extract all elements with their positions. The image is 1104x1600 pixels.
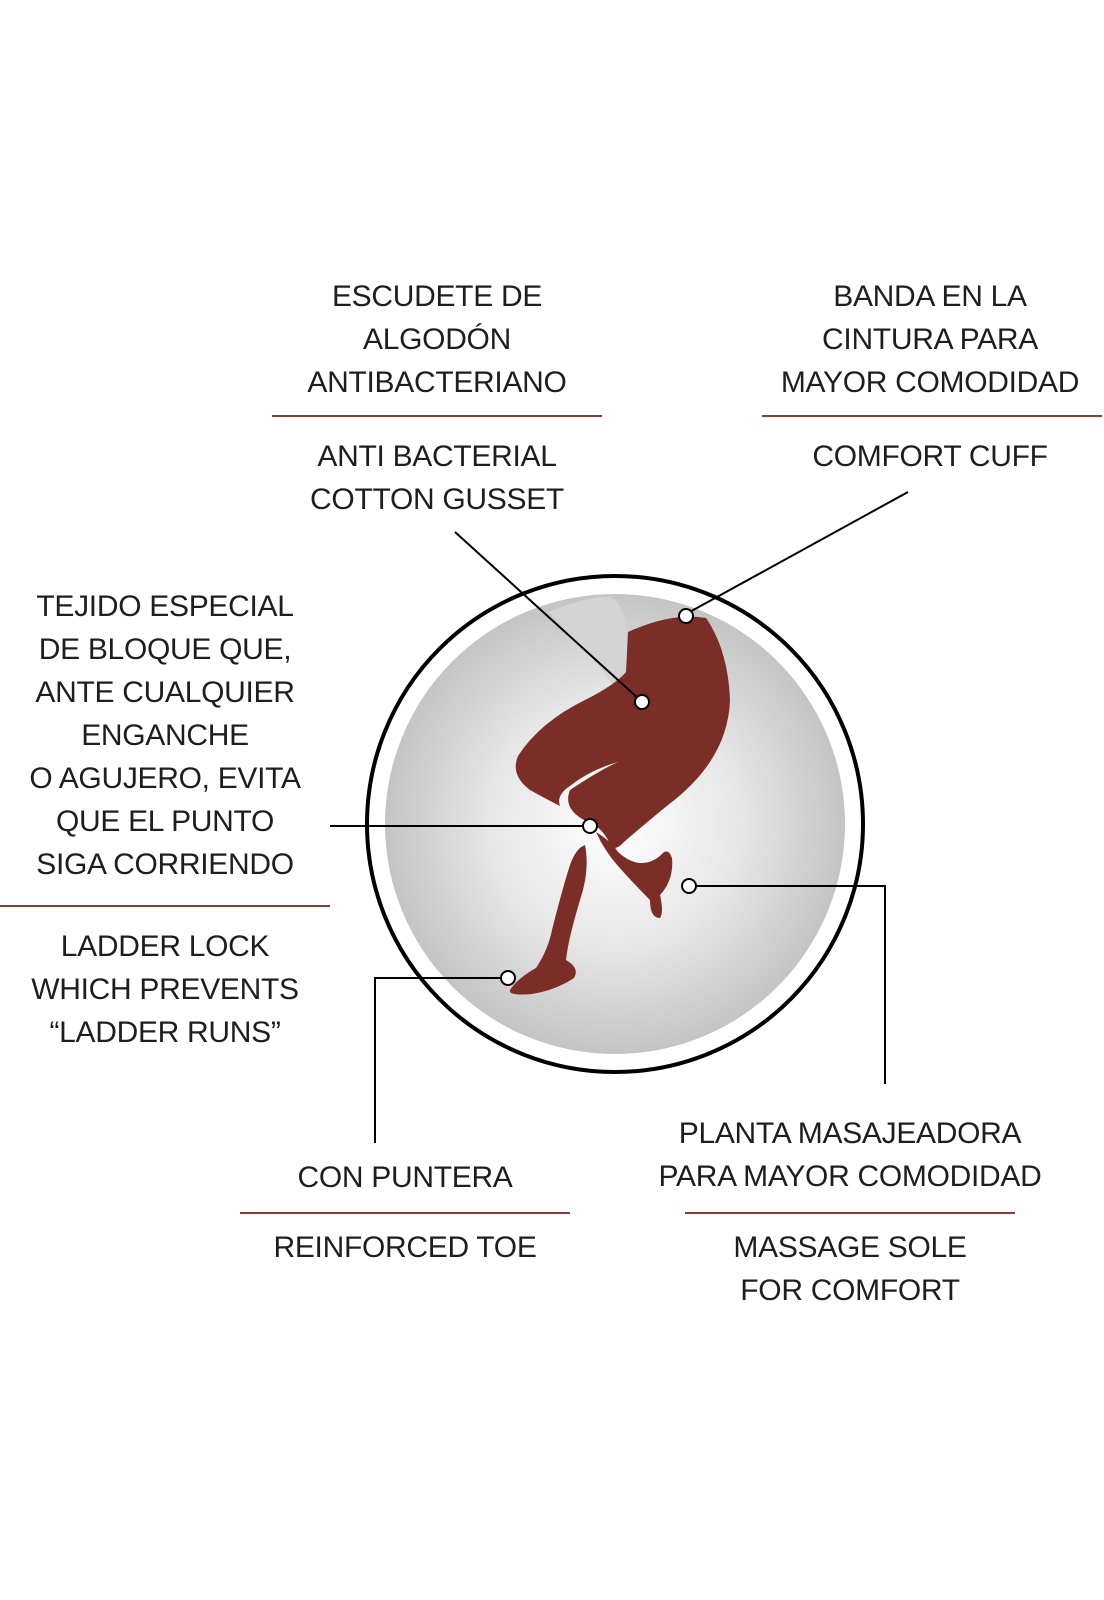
toe-label-es: CON PUNTERA: [297, 1161, 513, 1194]
waistband-dot: [678, 608, 694, 624]
mannequin-shape: [548, 596, 627, 700]
ladder-lock-label-es: TEJIDO ESPECIAL DE BLOQUE QUE, ANTE CUAL…: [29, 590, 301, 881]
waistband-label-es: BANDA EN LA CINTURA PARA MAYOR COMODIDAD: [780, 280, 1080, 399]
sole-divider: [685, 1212, 1015, 1214]
ladder-lock-dot: [582, 818, 598, 834]
gusset-leader: [454, 531, 641, 701]
sole-leader: [692, 885, 886, 1084]
ladder-lock-divider: [0, 905, 330, 907]
ladder-lock-label-en: LADDER LOCK WHICH PREVENTS “LADDER RUNS”: [31, 930, 299, 1049]
waistband-leader: [685, 491, 909, 615]
sole-label-es: PLANTA MASAJEADORA PARA MAYOR COMODIDAD: [658, 1117, 1042, 1193]
gusset-label-en: ANTI BACTERIAL COTTON GUSSET: [310, 440, 564, 516]
sole-dot: [681, 878, 697, 894]
toe-label-en: REINFORCED TOE: [273, 1231, 537, 1264]
waistband-label-en: COMFORT CUFF: [812, 440, 1048, 473]
tights-silhouette: [509, 616, 730, 995]
waistband-divider: [762, 415, 1102, 417]
gusset-divider: [272, 415, 602, 417]
toe-leader: [374, 977, 505, 1143]
toe-divider: [240, 1212, 570, 1214]
gusset-label-es: ESCUDETE DE ALGODÓN ANTIBACTERIANO: [307, 280, 567, 399]
toe-dot: [500, 970, 516, 986]
sole-label-en: MASSAGE SOLE FOR COMFORT: [733, 1231, 967, 1307]
gusset-dot: [634, 694, 650, 710]
